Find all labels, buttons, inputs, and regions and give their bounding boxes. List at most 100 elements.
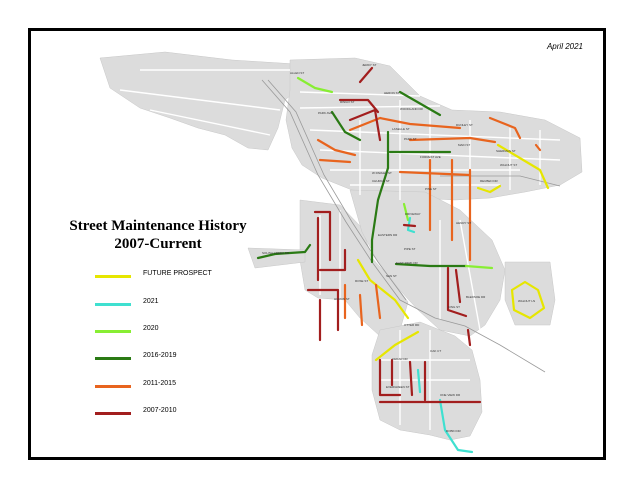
legend-swatch-2011-2015 xyxy=(95,385,131,388)
street-label-32: ONE VIEW DR xyxy=(440,393,461,397)
street-segment-y2011-26 xyxy=(358,293,364,327)
street-segment-y2021-11 xyxy=(416,368,422,394)
street-label-13: WALNUT ST xyxy=(500,163,517,167)
street-label-30: CEDAR DR xyxy=(392,357,409,361)
street-label-27: KING ST xyxy=(448,305,460,309)
street-label-16: DRIVEWAY xyxy=(405,212,421,216)
legend-item-2011-2015: 2011-2015 xyxy=(95,380,255,392)
street-label-4: PARK AVE xyxy=(318,111,332,115)
legend-item-2007-2010: 2007-2010 xyxy=(95,407,255,419)
street-label-20: SAN ST xyxy=(386,274,397,278)
maintained-streets xyxy=(256,66,550,454)
street-label-11: FORREST AVE xyxy=(420,155,441,159)
street-label-22: HURON ST xyxy=(334,297,350,301)
street-label-10: SHERMAN ST xyxy=(496,149,516,153)
legend-item-2021: 2021 xyxy=(95,298,255,310)
street-segment-y2011-27 xyxy=(374,283,382,320)
road-network xyxy=(119,69,561,430)
street-label-25: EAST PARK DR xyxy=(396,261,419,265)
street-segment-y2021-10 xyxy=(438,398,474,454)
street-label-19: PIPE ST xyxy=(404,247,416,251)
street-segment-y2007-40 xyxy=(378,358,402,397)
street-label-26: BLEDSOE DR xyxy=(466,295,486,299)
road-21 xyxy=(119,89,281,111)
map-date: April 2021 xyxy=(546,42,583,51)
title-line-2: 2007-Current xyxy=(114,236,202,252)
street-segment-y2007-38 xyxy=(446,266,468,318)
legend-swatch-2016-2019 xyxy=(95,357,131,360)
street-label-15: W PARLEY ST xyxy=(372,171,392,175)
street-segment-y2007-45 xyxy=(466,328,472,347)
legend-swatch-2020 xyxy=(95,330,131,333)
street-segment-y2007-32 xyxy=(318,248,347,272)
street-segment-y2021-9 xyxy=(406,216,416,234)
legend-label-2011-2015: 2011-2015 xyxy=(143,380,176,387)
street-segment-y2016-2 xyxy=(330,110,362,142)
street-label-14: CHURCH ST xyxy=(372,179,390,183)
street-label-5: WOODLAND DR xyxy=(400,107,424,111)
street-segment-y2020-7 xyxy=(464,264,494,270)
street-segment-y2011-28 xyxy=(488,116,522,140)
street-label-31: EVERGREEN ST xyxy=(386,385,410,389)
street-label-7: PARK ST xyxy=(404,137,417,141)
street-label-17: SOLINA CREEK DR xyxy=(262,251,290,255)
legend-label-future: FUTURE PROSPECT xyxy=(143,270,212,277)
legend-item-2020: 2020 xyxy=(95,325,255,337)
land-parcel-0 xyxy=(99,51,301,151)
street-segment-future-12 xyxy=(496,143,550,190)
street-label-18: EASTERN DR xyxy=(378,233,398,237)
road-22 xyxy=(149,109,271,136)
legend-item-2016-2019: 2016-2019 xyxy=(95,352,255,364)
street-segment-y2007-30 xyxy=(313,210,332,262)
street-label-21: ROSE ST xyxy=(355,279,368,283)
street-segment-y2011-23 xyxy=(398,170,472,177)
legend-label-2007-2010: 2007-2010 xyxy=(143,407,177,414)
road-1 xyxy=(299,105,441,109)
title-line-1: Street Maintenance History xyxy=(69,218,247,234)
street-segment-y2011-18 xyxy=(408,136,497,144)
street-label-3: RINGO ST xyxy=(340,100,355,104)
street-segment-y2007-36 xyxy=(338,98,380,114)
street-segment-y2007-33 xyxy=(306,288,340,332)
street-segment-y2016-3 xyxy=(398,90,442,117)
street-segment-y2020-6 xyxy=(296,76,334,94)
street-segment-y2007-39 xyxy=(454,268,462,304)
street-label-1: ALLEN ST xyxy=(290,71,304,75)
street-label-24: HENRY ST xyxy=(456,221,471,225)
street-segment-y2011-17 xyxy=(348,116,462,132)
street-segment-y2007-37 xyxy=(358,66,374,84)
street-segment-future-16 xyxy=(510,280,546,320)
street-segment-y2007-42 xyxy=(408,360,414,397)
legend-label-2020: 2020 xyxy=(143,325,159,332)
road-19 xyxy=(459,219,481,331)
road-0 xyxy=(299,91,421,97)
street-segment-future-14 xyxy=(356,258,410,320)
street-label-29: OAK CT xyxy=(430,349,441,353)
street-label-12: REUBEN DR xyxy=(480,179,499,183)
street-label-9: MAIN ST xyxy=(458,143,470,147)
highway-1 xyxy=(267,79,407,301)
street-label-23: PINE ST xyxy=(425,187,437,191)
map-title: Street Maintenance History 2007-Current xyxy=(43,217,273,253)
street-segment-future-15 xyxy=(374,330,420,362)
land-parcel-1 xyxy=(285,57,583,201)
street-label-0: JERDY ST xyxy=(362,63,377,67)
road-2 xyxy=(309,129,561,141)
street-segment-y2011-22 xyxy=(316,138,357,157)
street-segment-y2016-4 xyxy=(256,243,312,260)
street-segment-y2016-5 xyxy=(394,262,468,268)
street-label-34: WALNUT LN xyxy=(518,299,535,303)
street-label-6: LASELLE ST xyxy=(392,127,410,131)
highway-0 xyxy=(261,79,546,373)
street-segment-y2007-46 xyxy=(402,223,417,228)
legend-label-2016-2019: 2016-2019 xyxy=(143,352,177,359)
legend-item-future: FUTURE PROSPECT xyxy=(95,270,255,282)
legend-swatch-2021 xyxy=(95,303,131,306)
street-segment-y2020-8 xyxy=(402,202,410,222)
street-segment-y2011-24 xyxy=(318,158,352,164)
street-segment-y2011-29 xyxy=(534,143,542,152)
street-label-28: OTTER RD xyxy=(404,323,420,327)
